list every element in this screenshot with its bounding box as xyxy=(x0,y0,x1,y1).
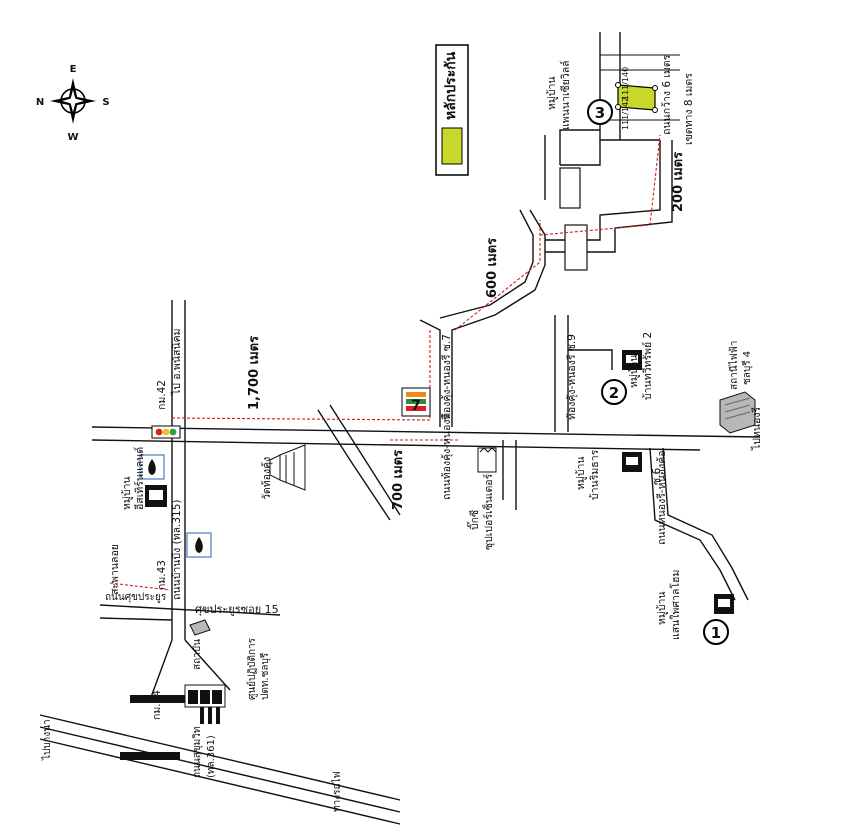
seven-eleven-icon: 7 xyxy=(401,387,431,417)
school-icon xyxy=(189,619,211,636)
house-icon xyxy=(622,452,642,472)
village-3-top: หมู่บ้าน xyxy=(546,76,558,110)
bridge-bar-2 xyxy=(120,752,180,760)
road-network xyxy=(39,32,761,825)
legend-swatch xyxy=(441,127,463,165)
distance-1700: 1,700 เมตร xyxy=(247,336,262,410)
wat-label: วัดท้องคุ้ง xyxy=(261,457,273,500)
seven-eleven-label: 7 xyxy=(411,398,421,414)
village-rimtarn-top: หมู่บ้าน xyxy=(575,456,587,490)
village-2-top: หมู่บ้าน xyxy=(628,354,640,388)
plot-lot-a: 111/140 xyxy=(621,67,630,100)
legend: หลักประกัน xyxy=(435,44,469,176)
village-eastern-bottom: อีสเทิร์นแลนด์ xyxy=(133,447,146,510)
road-main-highway-code: (ทล.361) xyxy=(206,735,217,778)
overpass-post-3 xyxy=(216,700,220,724)
road-hwy315-label: ถนนบ้านบึง (ทล.315) xyxy=(171,499,183,600)
marker-3-label: 3 xyxy=(595,104,605,122)
overpass-post-2 xyxy=(208,700,212,724)
overpass-post-1 xyxy=(200,700,204,724)
road-sukprayoon-label: ถนนศุขประยูร xyxy=(105,592,167,603)
road-to-phanat-label: ไป อ.พนัสนิคม xyxy=(170,328,183,396)
fuel-icon xyxy=(139,454,165,480)
road-expressway-label: ทางรถไฟ xyxy=(331,771,343,812)
road-nongrie-nongkon-label: ถนนหนองรี-หนองค้อ xyxy=(655,450,668,545)
village-3-bottom: แพนนาเซียวิลล์ xyxy=(559,60,572,130)
road-6m-label: ถนนกว้าง 6 เมตร xyxy=(661,54,673,135)
route-path xyxy=(109,134,661,591)
house-icon xyxy=(622,350,642,370)
substation-icon xyxy=(719,391,756,434)
road-to-nongrie-label: ไปหนองรี xyxy=(750,407,763,451)
substation-bottom-label: ชลบุรี 4 xyxy=(741,351,753,385)
legend-label: หลักประกัน xyxy=(443,51,459,120)
distance-200: 200 เมตร xyxy=(671,152,686,212)
compass-e-label: E xyxy=(70,64,77,75)
collateral-plot xyxy=(600,54,680,121)
ptt-center-top-label: ศูนย์ปฏิบัติการ xyxy=(246,637,258,700)
road-sukprayoon15-label: ศุขประยูรซอย 15 xyxy=(195,603,279,616)
km44-label: กม.44 xyxy=(151,690,163,720)
marker-2: 2 xyxy=(601,379,627,405)
house-icon xyxy=(145,485,167,507)
big-c-building-icon xyxy=(477,447,497,473)
road-soi9-label: ท้องคุ้ง-หนองรี ซ.9 xyxy=(565,334,578,420)
village-1-top: หมู่บ้าน xyxy=(656,591,668,625)
ptt-center-bottom-label: ปตท.ชลบุรี xyxy=(259,652,271,700)
distance-600: 600 เมตร xyxy=(485,238,500,298)
village-eastern-top: หมู่บ้าน xyxy=(121,476,133,510)
village-2-bottom: บ้านทวีทรัพย์ 2 xyxy=(641,332,654,400)
village-1-bottom: แสนใพศาลโฮม xyxy=(669,570,682,640)
bridge-label: สะพานลอย xyxy=(109,544,121,595)
village-rimtarn-bottom: บ้านริมธาร xyxy=(589,449,601,500)
road-soi7-label: ท้องคุ้ง-หนองรี ซ.7 xyxy=(440,334,453,420)
house-icon xyxy=(714,594,734,614)
km42-label: กม.42 xyxy=(156,380,168,410)
big-c-sub-label: ซุปเปอร์เซ็นเตอร์ xyxy=(481,473,495,550)
fuel-icon xyxy=(186,532,212,558)
plot-right-of-way: เขตทาง 8 เมตร xyxy=(683,73,695,145)
plot-lot-b: 111/142 xyxy=(621,97,630,130)
compass-w-label: W xyxy=(67,132,78,143)
distance-700: 700 เมตร xyxy=(391,450,406,510)
marker-1: 1 xyxy=(703,619,729,645)
road-tongkung-label: ถนนท้องคุ้ง-หนองรี xyxy=(440,413,453,500)
km43-label: กม.43 xyxy=(156,560,168,590)
school-label: สถาบัน xyxy=(192,639,203,670)
road-to-bangkok-label: ไปบางนา xyxy=(41,719,53,761)
compass-rose: E W N S xyxy=(36,64,110,143)
traffic-light-icon xyxy=(151,425,181,439)
temple-icon xyxy=(269,444,306,491)
marker-3: 3 xyxy=(587,99,613,125)
marker-2-label: 2 xyxy=(609,384,619,402)
substation-top-label: สถานีไฟฟ้า xyxy=(728,341,740,390)
compass-n-label: N xyxy=(36,97,44,108)
marker-1-label: 1 xyxy=(711,624,721,642)
big-c-label: บิ๊กซี xyxy=(466,510,481,530)
compass-s-label: S xyxy=(102,97,109,108)
road-soi6-label: ซ.6 xyxy=(651,468,663,485)
bridge-bar-1 xyxy=(130,695,190,703)
road-main-highway-label: ถนนสุขุมวิท xyxy=(192,727,203,778)
ptt-center-icon xyxy=(184,684,226,708)
